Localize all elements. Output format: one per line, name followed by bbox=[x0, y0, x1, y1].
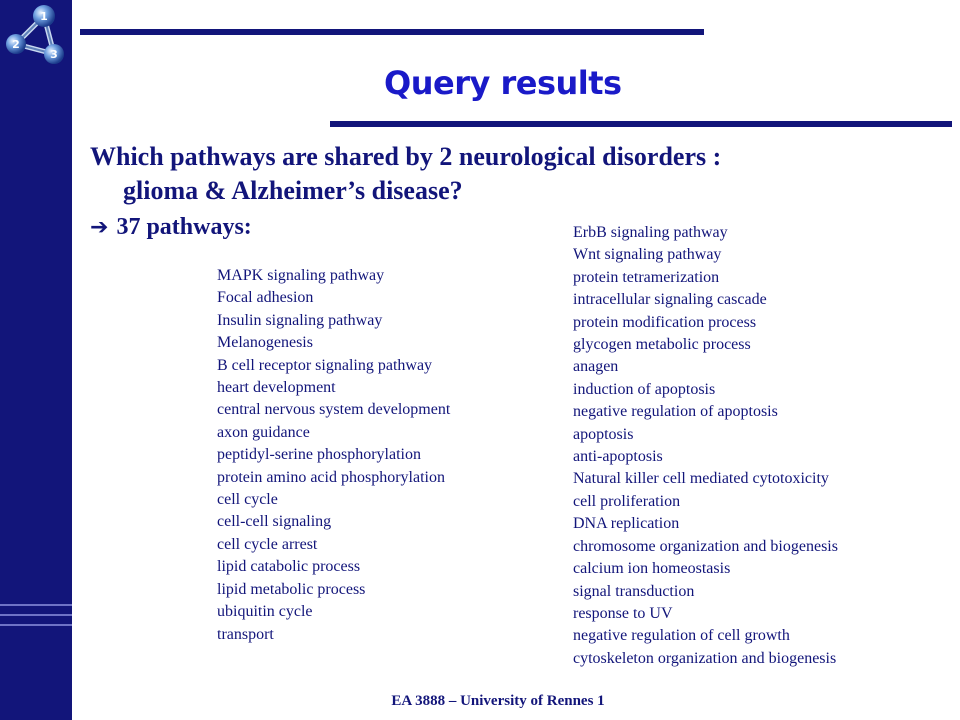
svg-text:2: 2 bbox=[12, 38, 20, 51]
pathway-item: protein modification process bbox=[573, 313, 757, 331]
pathway-item: transport bbox=[217, 625, 274, 643]
pathway-item: cell-cell signaling bbox=[217, 513, 332, 531]
question-line-1: Which pathways are shared by 2 neurologi… bbox=[90, 142, 722, 171]
pathway-item: glycogen metabolic process bbox=[573, 336, 751, 354]
pathway-item: cell proliferation bbox=[573, 492, 681, 510]
svg-text:1: 1 bbox=[40, 10, 48, 23]
question-text: Which pathways are shared by 2 neurologi… bbox=[90, 140, 930, 208]
pathway-item: anti-apoptosis bbox=[573, 448, 663, 466]
pathway-item: peptidyl-serine phosphorylation bbox=[217, 446, 421, 464]
pathway-item: negative regulation of cell growth bbox=[573, 627, 790, 645]
pathway-item: intracellular signaling cascade bbox=[573, 291, 767, 309]
pathway-item: central nervous system development bbox=[217, 401, 451, 419]
pathway-item: Wnt signaling pathway bbox=[573, 246, 722, 264]
molecule-logo-icon: 1 2 3 bbox=[6, 5, 64, 64]
answer-heading: ➔ 37 pathways: bbox=[90, 214, 252, 241]
pathway-item: heart development bbox=[217, 379, 336, 397]
pathway-item: lipid metabolic process bbox=[217, 580, 366, 598]
footer-text: EA 3888 – University of Rennes 1 bbox=[391, 693, 605, 709]
answer-count-label: 37 pathways: bbox=[116, 214, 252, 240]
sidebar-stripes bbox=[0, 604, 72, 634]
pathway-item: cell cycle bbox=[217, 491, 278, 509]
question-line-2: glioma & Alzheimer’s disease? bbox=[123, 176, 463, 205]
arrow-right-icon: ➔ bbox=[90, 215, 109, 240]
title-underline-rule bbox=[330, 121, 952, 127]
top-rule bbox=[80, 29, 704, 35]
pathway-item: apoptosis bbox=[573, 425, 634, 443]
slide-title: Query results bbox=[384, 64, 622, 102]
pathway-item: protein amino acid phosphorylation bbox=[217, 468, 445, 486]
pathway-item: induction of apoptosis bbox=[573, 380, 716, 398]
pathway-item: Natural killer cell mediated cytotoxicit… bbox=[573, 470, 829, 488]
pathway-item: response to UV bbox=[573, 604, 673, 622]
sidebar: 1 2 3 bbox=[0, 0, 72, 720]
pathway-item: anagen bbox=[573, 358, 619, 376]
pathway-item: cytoskeleton organization and biogenesis bbox=[573, 649, 837, 667]
pathway-item: Insulin signaling pathway bbox=[217, 311, 383, 329]
pathway-item: ubiquitin cycle bbox=[217, 603, 313, 621]
pathway-item: protein tetramerization bbox=[573, 268, 720, 286]
pathway-item: chromosome organization and biogenesis bbox=[573, 537, 838, 555]
pathway-item: cell cycle arrest bbox=[217, 535, 318, 553]
pathway-item: DNA replication bbox=[573, 515, 680, 533]
pathway-item: axon guidance bbox=[217, 423, 310, 441]
pathway-item: B cell receptor signaling pathway bbox=[217, 356, 433, 374]
pathway-item: ErbB signaling pathway bbox=[573, 224, 728, 241]
pathway-item: signal transduction bbox=[573, 582, 695, 600]
svg-text:3: 3 bbox=[50, 48, 58, 61]
pathway-item: calcium ion homeostasis bbox=[573, 560, 731, 578]
pathway-item: MAPK signaling pathway bbox=[217, 267, 385, 284]
pathway-item: Focal adhesion bbox=[217, 289, 314, 307]
pathway-item: negative regulation of apoptosis bbox=[573, 403, 778, 421]
pathway-item: Melanogenesis bbox=[217, 334, 313, 352]
pathway-item: lipid catabolic process bbox=[217, 558, 361, 576]
